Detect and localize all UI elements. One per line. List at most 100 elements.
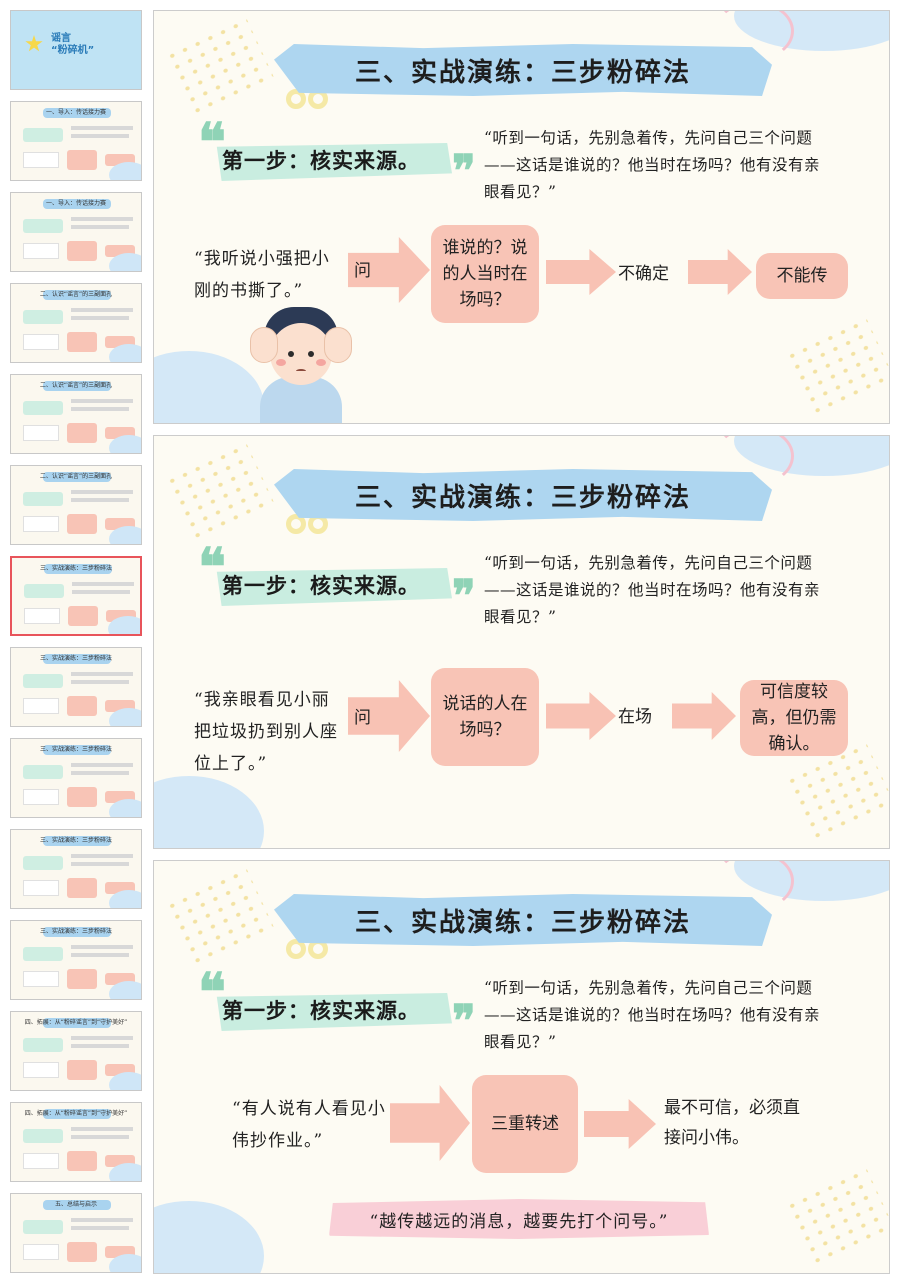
thumbnail-decor	[108, 616, 140, 634]
thumbnail-decor	[43, 1109, 111, 1119]
thumbnail-decor	[43, 745, 111, 755]
quote-close-icon: ❞	[452, 996, 476, 1047]
thumbnail-title: 五、总结与启示	[54, 1201, 97, 1208]
thumbnail-decor	[23, 1220, 63, 1234]
thumbnail-decor	[71, 1127, 133, 1131]
thumbnail-decor	[24, 608, 60, 624]
quote-close-icon: ❞	[452, 571, 476, 622]
thumbnail-decor	[71, 490, 133, 494]
thumbnail-decor	[23, 971, 59, 987]
slide-thumbnail[interactable]: 一、导入：传话接力赛	[10, 101, 142, 181]
slide-thumbnail[interactable]: 二、认识“谣言”的三副面孔	[10, 283, 142, 363]
thumbnail-title: 一、导入：传话接力赛	[45, 200, 106, 207]
slide-title-banner: 三、实战演练：三步粉碎法	[274, 469, 772, 521]
thumbnail-decor	[23, 152, 59, 168]
thumbnail-decor	[43, 1018, 111, 1028]
thumbnail-decor	[109, 1254, 141, 1272]
quote-close-icon: ❞	[452, 146, 476, 197]
question-box: 谁说的？说的人当时在场吗？	[431, 225, 539, 323]
thumbnail-title: 三、实战演练：三步粉碎法	[39, 928, 112, 935]
thumbnail-title: 三、实战演练：三步粉碎法	[39, 837, 112, 844]
slide-thumbnail[interactable]: 四、拓展：从“粉碎谣言”到“守护美好”	[10, 1102, 142, 1182]
thumbnail-decor	[23, 880, 59, 896]
arrow-right-icon	[672, 692, 736, 740]
step-label-highlight	[216, 568, 452, 606]
thumbnail-decor	[23, 674, 63, 688]
thumbnail-decor	[71, 1044, 129, 1048]
decor-yellow-dots	[163, 440, 275, 542]
slide-thumbnail[interactable]: 五、总结与启示	[10, 1193, 142, 1273]
slide-title: 三、实战演练：三步粉碎法	[354, 57, 691, 88]
thumbnail-title: 四、拓展：从“粉碎谣言”到“守护美好”	[24, 1110, 128, 1117]
thumbnail-decor	[23, 516, 59, 532]
slide-thumbnail[interactable]: 三、实战演练：三步粉碎法	[10, 556, 142, 636]
step-label: 第一步：核实来源。	[222, 998, 420, 1023]
thumbnail-decor	[71, 680, 129, 684]
thumbnail-decor	[23, 1129, 63, 1143]
arrow-right-icon	[390, 1085, 470, 1161]
decor-yellow-dots	[163, 15, 275, 117]
thumbnail-decor	[71, 498, 129, 502]
decor-pink-arc	[714, 861, 794, 911]
thumbnail-decor	[43, 290, 111, 300]
slide-thumbnail[interactable]: 谣言 “粉碎机”	[10, 10, 142, 90]
thumbnail-decor	[71, 945, 133, 949]
thumbnail-decor	[24, 584, 64, 598]
example-sentence: “有人说有人看见小伟抄作业。”	[232, 1099, 386, 1151]
conclusion-box: 不能传	[756, 253, 848, 299]
thumbnail-decor	[23, 698, 59, 714]
thumbnail-decor	[44, 564, 112, 574]
decor-blue-blob	[154, 776, 264, 848]
relay-box: 三重转述	[472, 1075, 578, 1173]
thumbnail-decor	[67, 423, 97, 443]
thumbnail-decor	[43, 927, 111, 937]
thumbnail-decor	[71, 134, 129, 138]
slide-thumbnail[interactable]: 一、导入：传话接力赛	[10, 192, 142, 272]
thumbnail-decor	[67, 241, 97, 261]
thumbnail-decor	[23, 310, 63, 324]
thumbnail-decor	[71, 308, 133, 312]
decor-pink-arc	[714, 11, 794, 61]
thumbnail-decor	[71, 862, 129, 866]
thumbnail-decor	[71, 854, 133, 858]
thumbnail-decor	[71, 126, 133, 130]
thumbnail-decor	[23, 401, 63, 415]
arrow-right-icon	[688, 249, 752, 295]
slide-thumbnail[interactable]: 三、实战演练：三步粉碎法	[10, 647, 142, 727]
slide-thumbnail[interactable]: 三、实战演练：三步粉碎法	[10, 829, 142, 909]
thumbnail-decor	[43, 472, 111, 482]
thumbnail-title: 二、认识“谣言”的三副面孔	[39, 382, 113, 389]
slide-3: 三、实战演练：三步粉碎法 ❝ 第一步：核实来源。 ❞ “听到一句话，先别急着传，…	[153, 860, 890, 1274]
thumbnail-decor	[68, 606, 98, 626]
thumbnail-decor	[72, 590, 130, 594]
thumbnail-decor	[23, 765, 63, 779]
decor-blue-blob	[154, 1201, 264, 1273]
thumbnail-decor	[109, 1072, 141, 1090]
worried-child-illustration	[246, 297, 356, 423]
thumbnail-decor	[71, 225, 129, 229]
thumbnail-decor	[23, 492, 63, 506]
thumbnail-decor	[109, 1163, 141, 1181]
thumbnail-decor	[23, 425, 59, 441]
slide-thumbnail[interactable]: 二、认识“谣言”的三副面孔	[10, 465, 142, 545]
decor-ring	[286, 89, 306, 109]
thumbnail-decor	[23, 334, 59, 350]
slide-thumbnail[interactable]: 二、认识“谣言”的三副面孔	[10, 374, 142, 454]
decor-yellow-dots	[163, 865, 275, 967]
thumbnail-decor	[67, 1060, 97, 1080]
thumbnail-decor	[23, 1244, 59, 1260]
thumbnail-decor	[109, 253, 141, 271]
slide-thumbnail[interactable]: 四、拓展：从“粉碎谣言”到“守护美好”	[10, 1011, 142, 1091]
slide-thumbnail[interactable]: 三、实战演练：三步粉碎法	[10, 920, 142, 1000]
thumbnail-decor	[67, 878, 97, 898]
thumbnail-decor	[71, 672, 133, 676]
slide-thumbnail-panel[interactable]: 谣言 “粉碎机”一、导入：传话接力赛一、导入：传话接力赛二、认识“谣言”的三副面…	[0, 0, 150, 1286]
thumbnail-title: 一、导入：传话接力赛	[45, 109, 106, 116]
thumbnail-decor	[43, 108, 111, 118]
thumbnail-decor	[71, 407, 129, 411]
slide-thumbnail[interactable]: 三、实战演练：三步粉碎法	[10, 738, 142, 818]
thumbnail-decor	[71, 763, 133, 767]
thumbnail-decor	[71, 1036, 133, 1040]
thumbnail-decor	[23, 856, 63, 870]
